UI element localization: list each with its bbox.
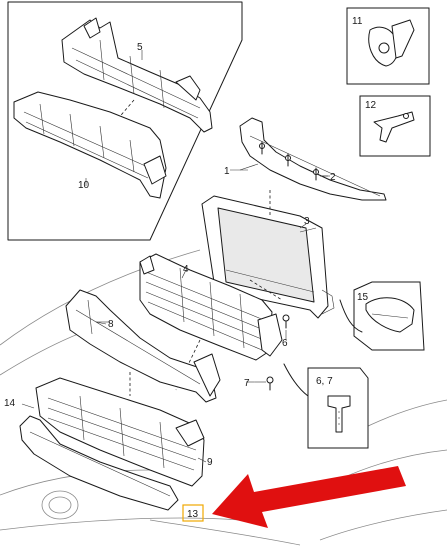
part-8-bumper-reinforcement (65, 289, 221, 403)
callout-5: 5 (137, 42, 143, 53)
callout-8: 8 (108, 319, 114, 330)
callout-6-7: 6, 7 (316, 376, 333, 387)
callout-2: 2 (330, 172, 336, 183)
inset-box-12 (359, 95, 431, 157)
red-pointer-arrow (212, 466, 406, 528)
callout-labels: 1 2 3 4 5 6 7 8 9 10 11 12 13 14 15 6, 7 (4, 16, 377, 520)
callout-10: 10 (78, 180, 90, 191)
highlight-callout-13 (182, 504, 204, 522)
callout-3: 3 (304, 216, 310, 227)
part-5-radiator-support (61, 17, 213, 133)
inset-box-6-7 (283, 363, 369, 449)
callout-15: 15 (357, 292, 369, 303)
callout-1: 1 (224, 166, 230, 177)
inset-box-5-10 (7, 1, 243, 241)
callout-13: 13 (187, 509, 199, 520)
callout-11: 11 (352, 16, 363, 27)
inset-box-15 (339, 281, 425, 351)
inset-box-11 (346, 7, 430, 85)
callout-6: 6 (282, 338, 288, 349)
callout-12: 12 (365, 100, 377, 111)
part-10-air-guide (13, 91, 167, 199)
callout-14: 14 (4, 398, 16, 409)
part-13-lower-trim (19, 403, 179, 511)
callout-7: 7 (244, 378, 250, 389)
callout-9: 9 (207, 457, 213, 468)
callout-4: 4 (183, 264, 189, 275)
fasteners-6-7 (254, 314, 290, 391)
part-1-upper-strip (239, 117, 387, 201)
part-9-shutter (35, 377, 205, 487)
leader-lines (85, 50, 330, 463)
